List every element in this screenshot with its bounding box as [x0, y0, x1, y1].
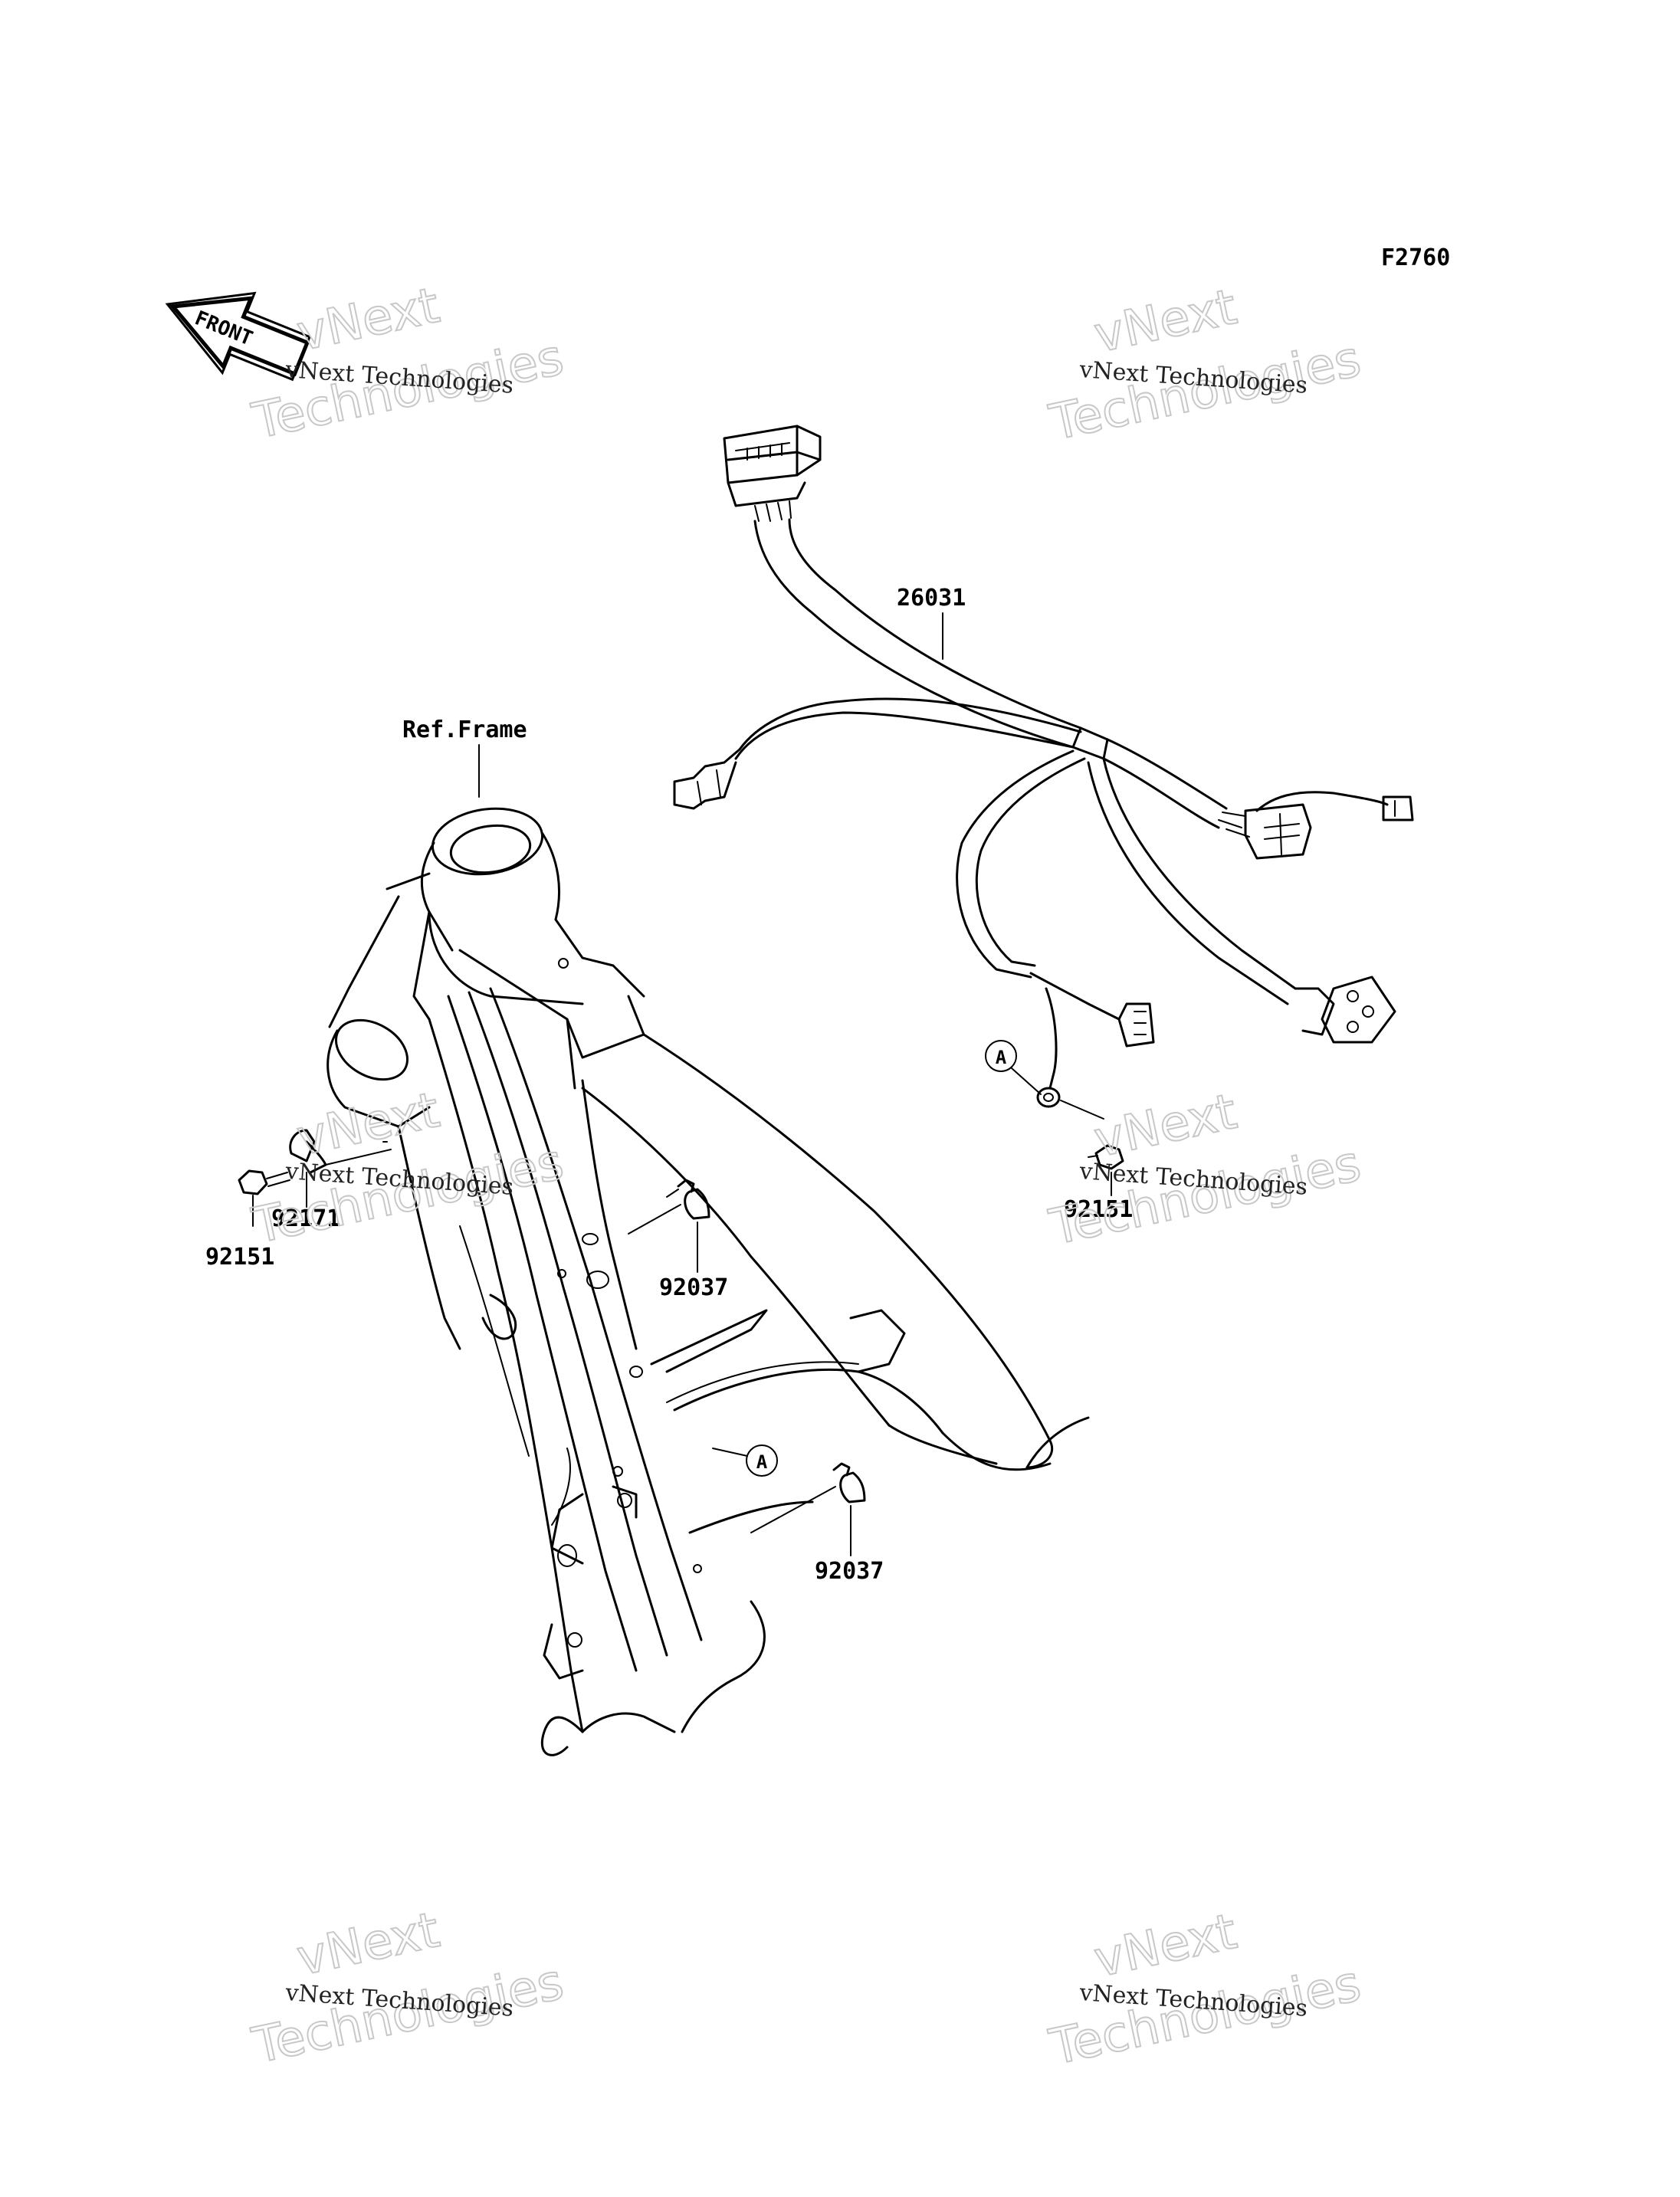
front-arrow-icon: FRONT — [165, 291, 311, 382]
connector-icon — [1029, 972, 1155, 1048]
figure-code: F2760 — [1381, 244, 1450, 271]
svg-text:vNext: vNext — [292, 277, 444, 362]
watermark-bottom-left: vNext Technologies — [247, 1901, 569, 2076]
watermark-mid-right: vNext Technologies — [1044, 1083, 1367, 1258]
ref-marker-label: A — [996, 1047, 1007, 1068]
clamp-icon — [628, 1179, 710, 1235]
svg-text:vNext: vNext — [1090, 1904, 1242, 1989]
connector-icon — [1218, 803, 1312, 860]
svg-text:vNext: vNext — [292, 1902, 444, 1987]
bolt-icon — [1088, 1144, 1124, 1170]
bolt-icon — [238, 1169, 290, 1195]
frame-drawing — [326, 807, 1090, 1756]
part-92151-right-label: 92151 — [1064, 1196, 1133, 1223]
connector-icon — [723, 425, 822, 522]
clamp-icon — [289, 1129, 392, 1174]
ring-terminal — [1036, 1087, 1061, 1108]
watermark-bottom-right: vNext Technologies — [1044, 1903, 1367, 2077]
svg-text:Technologies: Technologies — [1045, 1136, 1366, 1257]
marker-a-frame: A — [712, 1444, 778, 1477]
clamp-icon — [750, 1462, 866, 1533]
connector-icon — [1294, 976, 1396, 1044]
svg-text:vNext: vNext — [1090, 1084, 1242, 1169]
svg-text:vNext: vNext — [1090, 279, 1242, 364]
part-92171-label: 92171 — [271, 1205, 340, 1232]
svg-text:Technologies: Technologies — [1045, 1956, 1366, 2077]
part-92037-lower-label: 92037 — [815, 1558, 884, 1585]
watermark-mid-left: vNext Technologies — [247, 1081, 569, 1256]
connector-icon — [1382, 795, 1414, 821]
part-26031-label: 26031 — [897, 585, 966, 612]
ref-marker-label: A — [756, 1451, 768, 1473]
part-92037-upper-label: 92037 — [659, 1274, 728, 1301]
watermark-top-right: vNext Technologies — [1044, 278, 1367, 453]
ref-frame-label: Ref.Frame — [402, 716, 527, 743]
connector-icon — [673, 748, 741, 810]
part-92151-left-label: 92151 — [205, 1244, 274, 1271]
svg-text:Technologies: Technologies — [248, 1134, 569, 1255]
wiring-harness-26031 — [673, 425, 1414, 1120]
marker-a-harness: A — [985, 1040, 1042, 1095]
